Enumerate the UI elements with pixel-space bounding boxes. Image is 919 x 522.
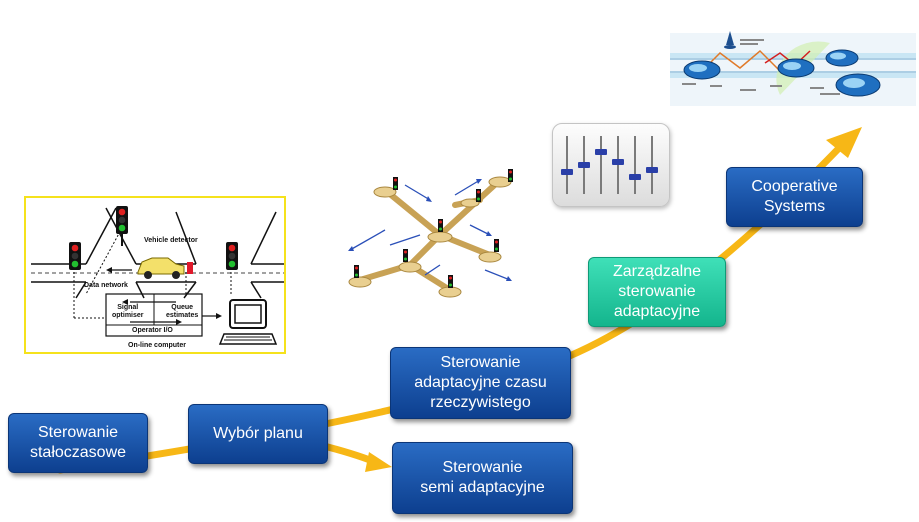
vehicle-detector-label: Vehicle detector — [144, 237, 198, 244]
operator-io-label: Operator I/O — [132, 327, 173, 334]
data-network-label: Data network — [84, 282, 128, 289]
stage-cooperative-systems: Cooperative Systems — [726, 167, 863, 227]
online-computer-label: On-line computer — [128, 342, 186, 349]
traffic-light-icon — [116, 206, 128, 246]
sliders-icon — [552, 123, 670, 207]
network-icon — [348, 169, 513, 298]
stage-managed-adaptive: Zarządzalne sterowanie adaptacyjne — [588, 257, 726, 327]
queue-estimates-label: Queue estimates — [166, 304, 199, 319]
car-icon — [137, 257, 185, 279]
stage-plan-selection: Wybór planu — [188, 404, 328, 464]
vehicle-detector-figure: Vehicle detector Data network Signal opt… — [24, 196, 286, 354]
computer-icon — [218, 299, 278, 345]
signal-optimiser-label: Signal optimiser — [112, 304, 144, 319]
stage-realtime-adaptive: Sterowanie adaptacyjne czasu rzeczywiste… — [390, 347, 571, 419]
cooperative-systems-icon — [670, 31, 916, 106]
traffic-light-icon — [69, 242, 81, 270]
stage-fixed-time: Sterowanie stałoczasowe — [8, 413, 148, 473]
traffic-light-icon — [226, 242, 238, 270]
stage-semi-adaptive: Sterowanie semi adaptacyjne — [392, 442, 573, 514]
